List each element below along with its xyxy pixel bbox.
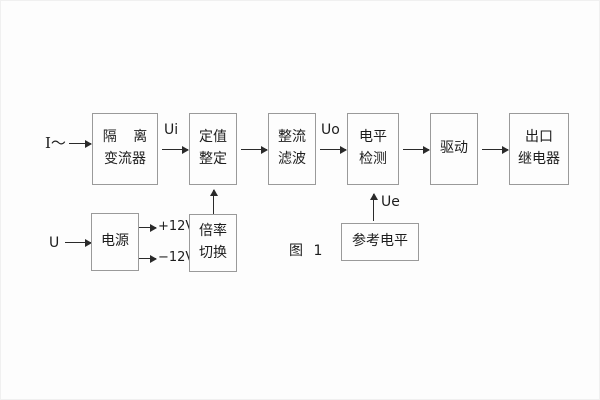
uo-signal-label: Uo	[321, 122, 340, 138]
rail-negative-label: −12V	[158, 250, 195, 265]
block-drive-line1: 驱动	[440, 140, 468, 157]
arrow-rail-negative	[139, 254, 157, 263]
arrow-level-detect-to-drive	[403, 145, 430, 154]
current-input-label: I～	[45, 134, 66, 152]
voltage-input-label: U	[49, 235, 60, 251]
block-multiplier-switch-line2: 切换	[199, 245, 227, 261]
block-drive: 驱动	[430, 113, 478, 185]
arrow-current-to-isolation	[69, 139, 92, 148]
block-rectify-filter-line1: 整流	[278, 129, 306, 146]
arrow-reference-to-level-detect	[369, 193, 378, 221]
block-setting-value-line1: 定值	[199, 129, 227, 146]
block-reference-level-line1: 参考电平	[352, 233, 408, 250]
block-setting-value-line2: 整定	[199, 151, 227, 167]
ui-signal-label: Ui	[164, 122, 179, 138]
arrow-rail-positive	[139, 223, 157, 232]
block-multiplier-switch: 倍率 切换	[189, 214, 237, 272]
block-setting-value: 定值 整定	[189, 113, 237, 185]
block-level-detect-line1: 电平	[359, 129, 387, 146]
arrow-drive-to-output-relay	[482, 145, 509, 154]
arrow-setting-to-rectify	[241, 145, 268, 154]
arrow-multiplier-to-setting	[209, 189, 218, 214]
block-level-detect: 电平 检测	[347, 113, 399, 185]
block-output-relay: 出口 继电器	[509, 113, 569, 185]
block-output-relay-line2: 继电器	[518, 151, 560, 167]
block-output-relay-line1: 出口	[525, 129, 553, 146]
block-isolation-converter-line1: 隔 离	[102, 129, 154, 146]
block-multiplier-switch-line1: 倍率	[199, 223, 227, 240]
arrow-isolation-to-setting	[162, 145, 189, 154]
ue-signal-label: Ue	[381, 194, 400, 210]
block-rectify-filter: 整流 滤波	[268, 113, 316, 185]
block-power-supply: 电源	[91, 213, 139, 271]
rail-positive-label: +12V	[158, 219, 195, 234]
block-isolation-converter-line2: 变流器	[104, 151, 146, 167]
block-isolation-converter: 隔 离 变流器	[92, 113, 158, 185]
block-reference-level: 参考电平	[341, 223, 419, 261]
arrow-voltage-to-power-supply	[65, 238, 92, 247]
block-rectify-filter-line2: 滤波	[278, 151, 306, 167]
figure-caption: 图 1	[289, 243, 326, 259]
block-level-detect-line2: 检测	[359, 151, 387, 167]
arrow-rectify-to-level-detect	[320, 145, 347, 154]
block-power-supply-line1: 电源	[101, 233, 129, 250]
